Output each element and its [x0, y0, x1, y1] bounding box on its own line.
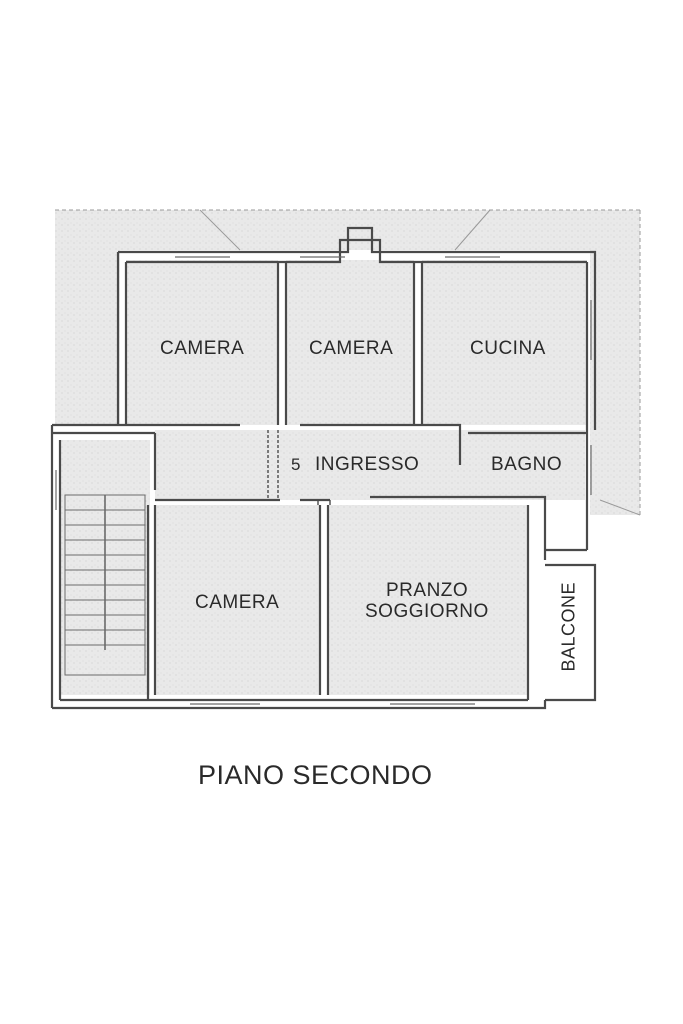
room-number-ingresso: 5: [291, 455, 301, 474]
room-label-soggiorno: SOGGIORNO: [365, 601, 489, 622]
floor-title: PIANO SECONDO: [198, 760, 433, 790]
room-label-ingresso: INGRESSO: [315, 454, 420, 475]
walls: [50, 226, 597, 710]
room-label-balcone: BALCONE: [558, 581, 579, 672]
windows: [55, 256, 592, 705]
room-label-camera-2: CAMERA: [309, 338, 394, 359]
room-label-camera-1: CAMERA: [160, 338, 245, 359]
room-label-cucina: CUCINA: [470, 338, 546, 359]
room-label-camera-3: CAMERA: [195, 592, 280, 613]
staircase: [64, 494, 146, 676]
room-label-bagno: BAGNO: [491, 454, 563, 475]
room-fills: [60, 260, 587, 695]
room-label-pranzo: PRANZO: [386, 580, 469, 601]
site-shading: [55, 209, 641, 516]
